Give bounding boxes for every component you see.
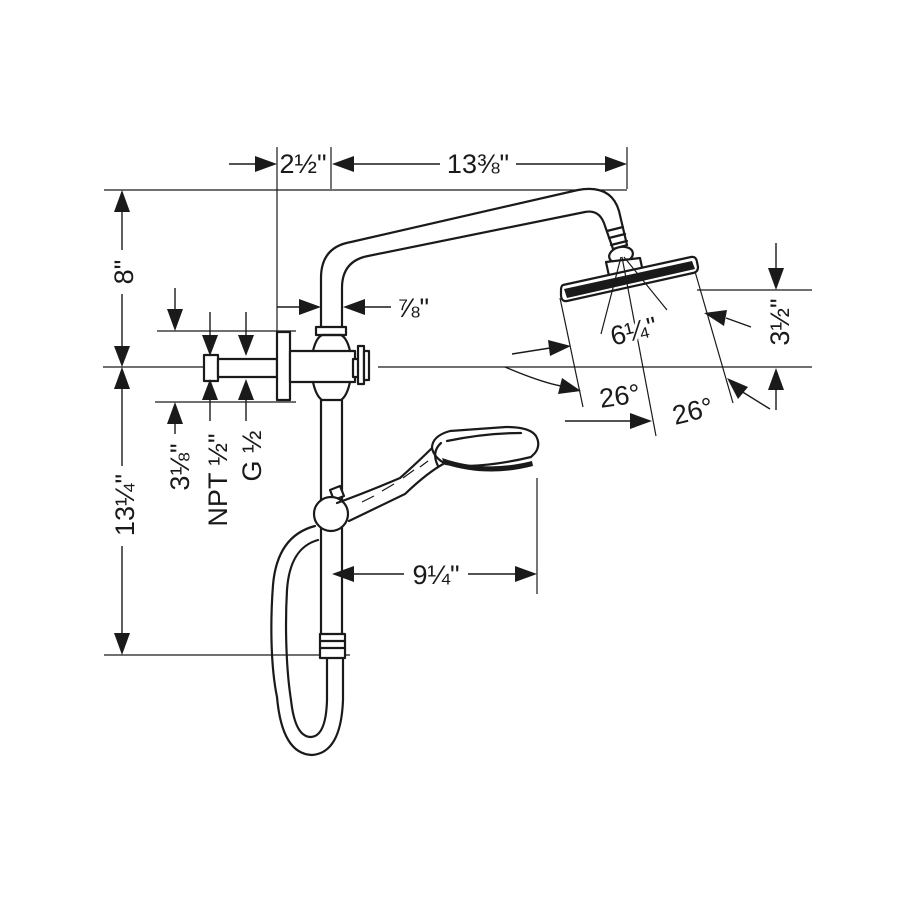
slider-holder (312, 495, 350, 533)
spray-cone-lines (600, 256, 668, 437)
dimension-graphics (114, 156, 784, 655)
dim-label-bar-length: 13¼" (110, 474, 140, 536)
hose-coupling-nut (318, 632, 347, 660)
reference-lines (103, 147, 812, 656)
handshower-sprayface (442, 458, 533, 472)
dim-label-pipe-diameter: ⅞" (397, 293, 429, 323)
dim-label-handshower-reach: 9¼" (412, 560, 459, 590)
wall-escutcheon (275, 330, 292, 402)
dim-label-showerhead-diameter: 6¼" (607, 311, 660, 352)
inlet-stub (216, 357, 279, 379)
dim-label-escutcheon: 3⅛" (165, 443, 195, 490)
dim-label-tilt-left: 26° (597, 378, 642, 413)
overhead-shower (559, 255, 700, 437)
dim-label-top-offset: 2½" (279, 149, 326, 179)
handshower-handle (335, 446, 434, 505)
dim-label-inlet-thread: NPT ½" (203, 433, 233, 526)
dim-label-riser-height: 8" (109, 260, 139, 285)
hand-shower (312, 425, 540, 533)
dim-label-showerhead-drop: 3½" (765, 298, 795, 345)
dim-label-tilt-right: 26° (669, 392, 716, 431)
valve-body (288, 349, 357, 384)
overhead-sprayface (564, 261, 695, 298)
shutoff-valve (202, 325, 371, 402)
dim-label-outlet-thread: G ½ (237, 430, 267, 481)
inlet-cap (202, 353, 220, 383)
shower-arm (319, 187, 629, 331)
handle-centerline (361, 460, 429, 503)
shower-hose (270, 524, 345, 757)
shower-fixture (202, 187, 700, 757)
dim-label-arm-length: 13⅜" (447, 149, 509, 179)
